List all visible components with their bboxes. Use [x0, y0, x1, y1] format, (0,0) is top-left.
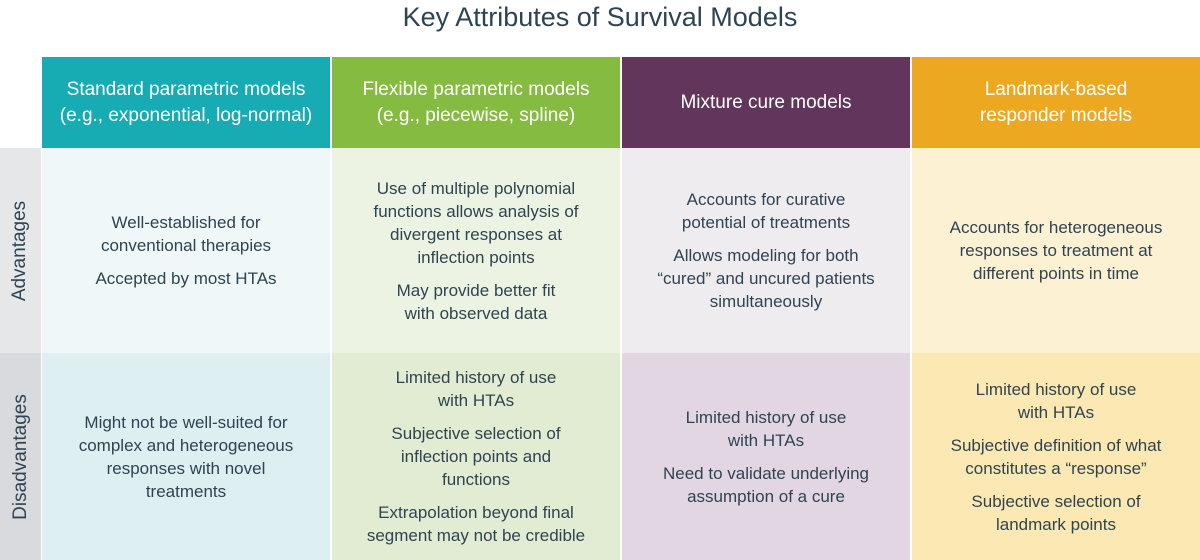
cell-mixture-advantages: Accounts for curative potential of treat… — [622, 148, 910, 353]
cell-item: Limited history of use with HTAs — [975, 379, 1137, 422]
column-header-standard-parametric: Standard parametric models (e.g., expone… — [42, 57, 330, 148]
column-header-flexible-parametric: Flexible parametric models (e.g., piecew… — [332, 57, 620, 148]
cell-item: Subjective definition of what constitute… — [950, 435, 1162, 478]
cell-item: Accounts for heterogeneous responses to … — [949, 218, 1163, 283]
cell-item: Might not be well-suited for complex and… — [78, 412, 294, 501]
row-label-text: Advantages — [9, 200, 31, 301]
cell-item: Well-established for conventional therap… — [100, 213, 272, 255]
cell-landmark-disadvantages: Limited history of use with HTAs Subject… — [912, 353, 1200, 560]
cell-flexible-advantages: Use of multiple polynomial functions all… — [332, 148, 620, 353]
cell-flexible-disadvantages: Limited history of use with HTAs Subject… — [332, 353, 620, 560]
cell-item: Accepted by most HTAs — [95, 269, 277, 288]
cell-item: Accounts for curative potential of treat… — [681, 190, 851, 232]
column-header-mixture-cure: Mixture cure models — [622, 57, 910, 148]
cell-item: Subjective selection of landmark points — [971, 491, 1141, 534]
row-label-text: Disadvantages — [9, 393, 31, 520]
cell-item: Extrapolation beyond final segment may n… — [366, 503, 586, 545]
cell-item: May provide better fit with observed dat… — [396, 280, 556, 323]
cell-item: Limited history of use with HTAs — [395, 368, 557, 410]
row-label-advantages: Advantages — [0, 148, 41, 353]
cell-standard-advantages: Well-established for conventional therap… — [42, 148, 330, 353]
cell-item: Use of multiple polynomial functions all… — [373, 178, 579, 267]
cell-mixture-disadvantages: Limited history of use with HTAs Need to… — [622, 353, 910, 560]
column-header-landmark-responder: Landmark-based responder models — [912, 57, 1200, 148]
row-label-disadvantages: Disadvantages — [0, 353, 41, 560]
cell-landmark-advantages: Accounts for heterogeneous responses to … — [912, 148, 1200, 353]
cell-item: Allows modeling for both “cured” and unc… — [657, 246, 875, 311]
page-title: Key Attributes of Survival Models — [402, 2, 798, 32]
cell-item: Limited history of use with HTAs — [685, 407, 847, 450]
cell-item: Need to validate underlying assumption o… — [662, 463, 870, 506]
cell-item: Subjective selection of inflection point… — [391, 424, 561, 489]
cell-standard-disadvantages: Might not be well-suited for complex and… — [42, 353, 330, 560]
